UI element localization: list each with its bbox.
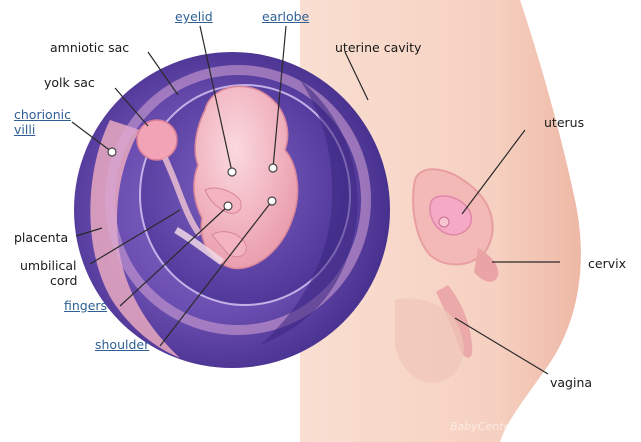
tiny-embryo bbox=[439, 217, 449, 227]
label-umbilical-cord-1: umbilical bbox=[20, 259, 76, 273]
label-fingers[interactable]: fingers bbox=[64, 299, 107, 313]
dot-shoulder bbox=[268, 197, 276, 205]
dot-eyelid bbox=[228, 168, 236, 176]
label-vagina: vagina bbox=[550, 376, 592, 390]
dot-fingers bbox=[224, 202, 232, 210]
watermark-logo: BabyCenter bbox=[450, 420, 515, 434]
label-eyelid[interactable]: eyelid bbox=[175, 10, 213, 24]
dot-earlobe bbox=[269, 164, 277, 172]
label-chorionic-villi-1[interactable]: chorionic bbox=[14, 108, 71, 122]
embryo-body bbox=[194, 86, 298, 268]
label-yolk-sac: yolk sac bbox=[44, 76, 95, 90]
label-placenta: placenta bbox=[14, 231, 68, 245]
label-chorionic-villi-2[interactable]: villi bbox=[14, 123, 35, 137]
label-cervix: cervix bbox=[588, 257, 626, 271]
label-earlobe[interactable]: earlobe bbox=[262, 10, 309, 24]
label-umbilical-cord-2: cord bbox=[50, 274, 77, 288]
dot-chorionic bbox=[108, 148, 116, 156]
label-uterine-cavity: uterine cavity bbox=[335, 41, 421, 55]
label-amniotic-sac: amniotic sac bbox=[50, 41, 129, 55]
label-uterus: uterus bbox=[544, 116, 584, 130]
label-shoulder[interactable]: shoulder bbox=[95, 338, 149, 352]
yolk-sac-shape bbox=[137, 120, 177, 160]
